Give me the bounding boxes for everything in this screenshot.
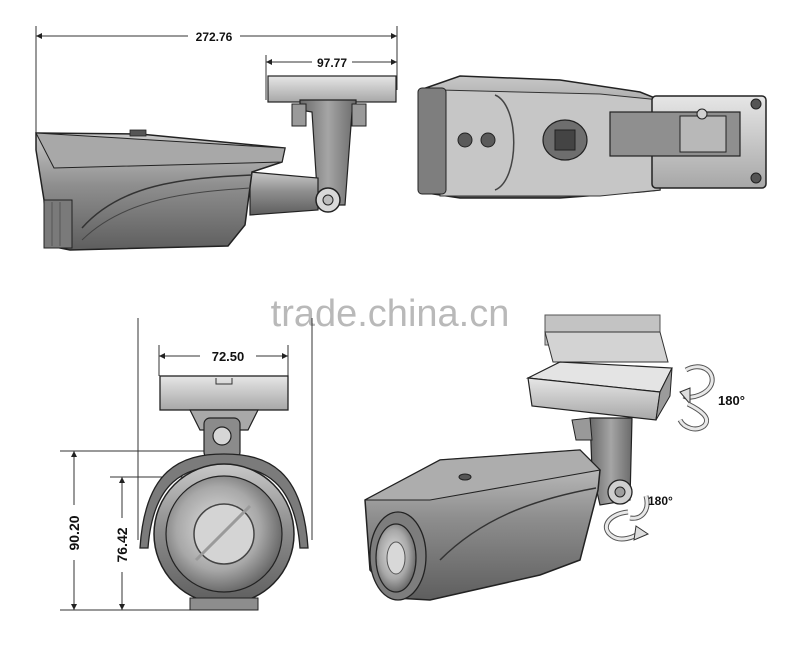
pan-rotation-label: 180° [718, 393, 745, 408]
sun-shield-front [139, 453, 309, 549]
perspective-view: 180° 180° [364, 314, 745, 601]
tilt-rotation-label: 180° [648, 494, 673, 508]
total-length-label: 272.76 [196, 30, 233, 44]
total-length-dimension: 272.76 [35, 26, 398, 135]
total-height-dimension: 90.20 [60, 450, 240, 611]
top-view [417, 75, 767, 199]
front-view: 72.50 90.20 76.42 [60, 318, 313, 611]
side-view: 272.76 97.77 [35, 26, 398, 251]
mount-base-plate [267, 75, 397, 103]
bracket-width-dimension: 72.50 [158, 345, 289, 376]
arm-joint [249, 171, 319, 216]
lens-ring-top [417, 87, 447, 195]
bracket-length-label: 97.77 [317, 56, 347, 70]
lens-ring-side [43, 199, 73, 249]
sun-shield-perspective [364, 449, 602, 501]
mount-base-front [159, 375, 289, 411]
total-height-label: 90.20 [66, 515, 82, 550]
watermark-text: trade.china.cn [271, 293, 510, 335]
tilt-rotation-arrow [604, 495, 650, 542]
bracket-width-label: 72.50 [212, 349, 245, 364]
pan-rotation-arrow [677, 364, 715, 432]
housing-height-label: 76.42 [114, 527, 130, 562]
bracket-length-dimension: 97.77 [265, 55, 397, 100]
sun-shield-side [35, 132, 286, 169]
